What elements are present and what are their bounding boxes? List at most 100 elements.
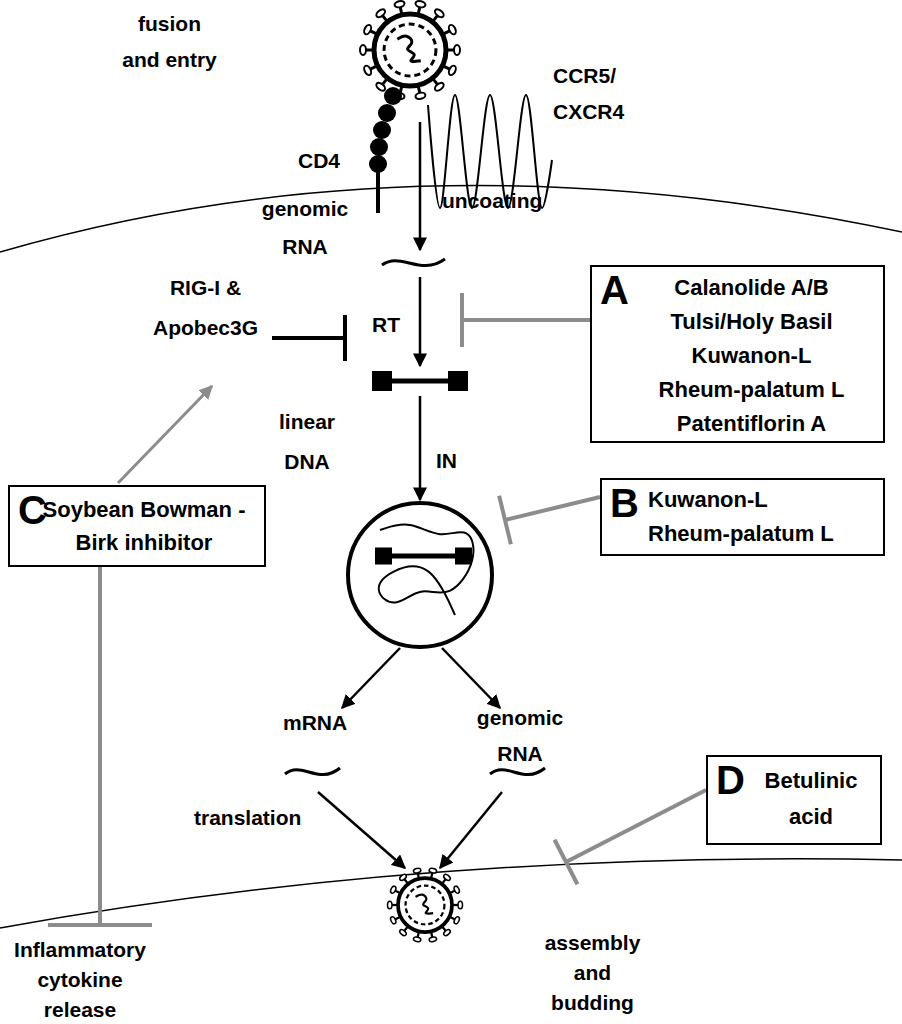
inhibition-line <box>98 567 102 925</box>
envelope-spike-head <box>390 885 397 894</box>
rna-strand <box>285 768 340 775</box>
envelope-spike-head <box>390 916 397 925</box>
envelope-spike-head <box>394 0 405 8</box>
envelope-spike-head <box>454 45 460 55</box>
inhibition-line <box>505 497 600 520</box>
pathway-arrow <box>419 277 422 366</box>
envelope-spike-head <box>415 0 426 8</box>
envelope-spike-head <box>429 936 437 942</box>
pathway-label: CCR5/ CXCR4 <box>553 58 643 130</box>
viral-envelope <box>374 14 446 86</box>
cd4-domain <box>370 138 388 156</box>
envelope-spike-head <box>443 928 452 936</box>
viral-capsid <box>406 886 445 925</box>
pathway-label: linear DNA <box>262 402 352 482</box>
viral-genome <box>397 36 420 61</box>
ltr-end <box>448 371 468 391</box>
envelope-spike-head <box>447 24 457 36</box>
inhibitor-box: BKuwanon-LRheum-palatum L <box>600 478 885 556</box>
pathway-label: CD4 <box>298 148 368 174</box>
compound-name: Patentiflorin A <box>626 407 877 441</box>
ltr-end <box>455 548 472 565</box>
envelope-spike-head <box>453 916 460 925</box>
pathway-label: genomic RNA <box>470 700 570 772</box>
compound-name: Kuwanon-L <box>626 339 877 373</box>
ltr-end <box>372 371 392 391</box>
inhibitor-box: ACalanolide A/BTulsi/Holy BasilKuwanon-L… <box>590 265 885 443</box>
pathway-arrow <box>419 396 422 500</box>
dna-strand <box>392 554 455 559</box>
dna-strand <box>392 379 448 384</box>
viral-capsid <box>384 24 436 76</box>
pathway-arrow <box>318 792 405 868</box>
virus-particle <box>388 868 463 943</box>
nucleus <box>348 503 492 647</box>
rna-strand <box>382 259 445 266</box>
inhibition-line <box>566 790 706 862</box>
inhibitor-box: DBetulinic acid <box>706 755 882 845</box>
compound-name: Calanolide A/B <box>626 271 877 305</box>
box-letter: B <box>610 480 639 526</box>
envelope-spike-head <box>458 901 463 909</box>
pathway-label: mRNA <box>283 710 373 736</box>
cd4-domain <box>373 121 391 139</box>
inhibition-line-bar <box>555 840 578 884</box>
envelope-spike-head <box>399 873 408 881</box>
envelope-spike-head <box>443 873 452 881</box>
envelope-spike-head <box>399 928 408 936</box>
activation-arrow <box>118 386 212 483</box>
envelope-spike-head <box>413 936 421 942</box>
restriction-line-bar <box>343 315 347 361</box>
pathway-label: genomic RNA <box>255 190 355 266</box>
restriction-line <box>272 336 345 340</box>
envelope-spike-head <box>447 65 457 77</box>
box-body: Kuwanon-LRheum-palatum L <box>602 480 883 551</box>
chromatin <box>379 525 474 615</box>
pathway-arrow <box>440 792 502 868</box>
ltr-end <box>375 548 392 565</box>
inhibition-line-bar <box>460 293 464 347</box>
cd4-stalk <box>376 170 380 213</box>
pathway-arrow <box>419 122 422 250</box>
compound-name: Betulinic acid <box>750 763 872 835</box>
compound-name: Kuwanon-L <box>648 483 877 517</box>
pathway-label: assembly and budding <box>540 928 645 1018</box>
pathway-label: IN <box>436 448 486 474</box>
pathway-label: Inflammatory cytokine release <box>5 935 155 1024</box>
box-body: Calanolide A/BTulsi/Holy BasilKuwanon-LR… <box>592 267 883 441</box>
envelope-spike-head <box>429 868 437 874</box>
box-letter: C <box>18 487 47 533</box>
cd4-domain <box>378 104 396 122</box>
pathway-label: translation <box>194 805 324 831</box>
compound-name: Rheum-palatum L <box>648 517 877 551</box>
inhibitor-box: CSoybean Bowman -Birk inhibitor <box>8 485 266 567</box>
inhibition-line-bar <box>499 496 511 545</box>
cd4-domain <box>384 87 402 105</box>
envelope-spike-head <box>453 885 460 894</box>
viral-envelope <box>398 878 452 932</box>
inhibition-line <box>462 318 590 322</box>
envelope-spike-head <box>415 92 426 100</box>
envelope-spike-head <box>388 901 393 909</box>
compound-name: Tulsi/Holy Basil <box>626 305 877 339</box>
pathway-label: RT <box>372 312 422 338</box>
virus-particle <box>360 0 460 100</box>
envelope-spike-head <box>375 81 387 92</box>
envelope-spike-head <box>434 8 446 19</box>
rna-strand <box>490 768 545 775</box>
pathway-arrow <box>442 648 500 708</box>
envelope-spike-head <box>360 45 366 55</box>
box-body: Soybean Bowman -Birk inhibitor <box>10 487 264 559</box>
envelope-spike-head <box>434 81 446 92</box>
pathway-label: RIG-I & Apobec3G <box>138 268 273 348</box>
pathway-label: uncoating <box>442 188 572 214</box>
envelope-spike-head <box>363 65 373 77</box>
pathway-label: fusion and entry <box>122 6 217 78</box>
viral-genome <box>416 895 434 914</box>
inhibition-line-bar <box>48 923 152 927</box>
compound-name: Soybean Bowman -Birk inhibitor <box>42 493 246 559</box>
